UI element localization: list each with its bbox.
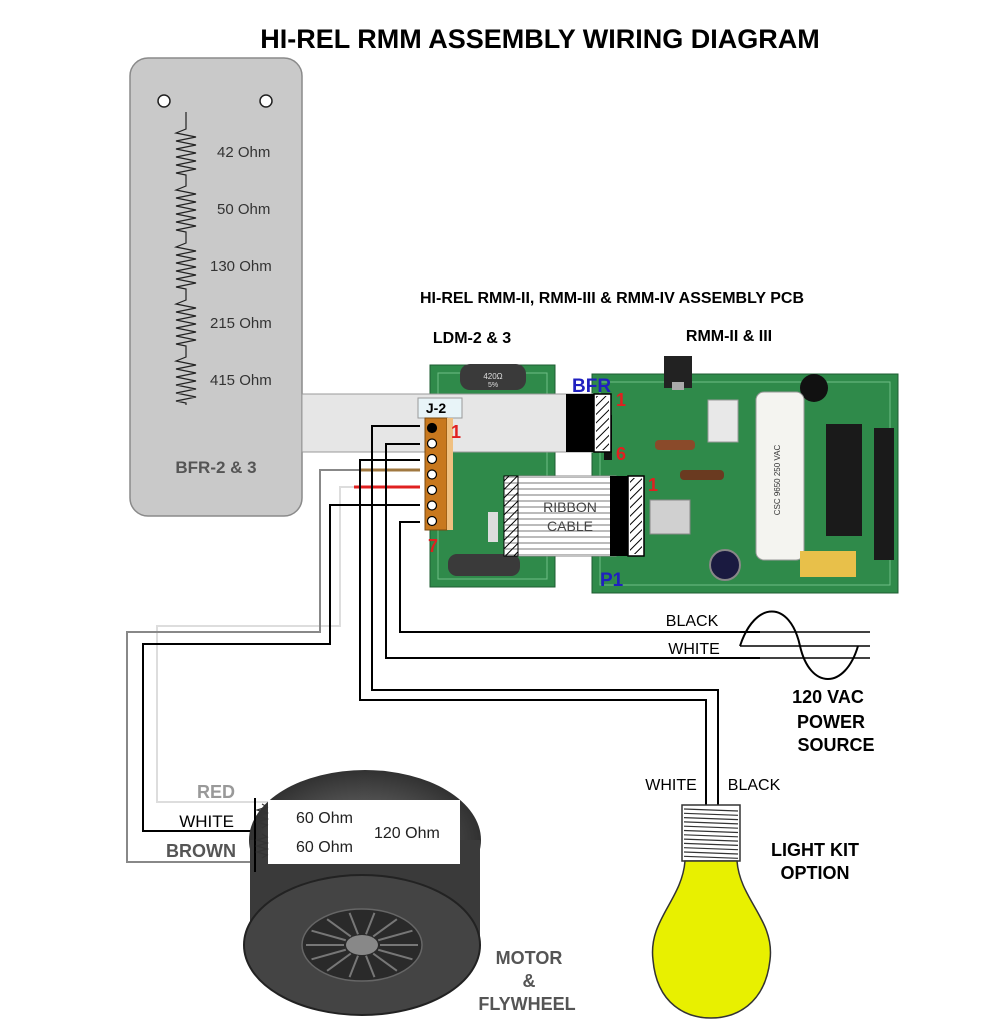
bfr-pin-6: 6: [616, 444, 626, 464]
light-black-label: BLACK: [728, 777, 781, 794]
capacitor: [755, 391, 805, 561]
relay: [800, 551, 856, 577]
lower-resistor: [448, 554, 520, 576]
j2-pin-hole: [426, 453, 438, 465]
p1-connector: [610, 476, 630, 556]
j2-label: J-2: [426, 400, 446, 416]
pcb-title: HI-REL RMM-II, RMM-III & RMM-IV ASSEMBLY…: [420, 290, 804, 307]
motor-red-label: RED: [197, 782, 235, 802]
mount-hole-right: [259, 94, 273, 108]
motor-coil-1: [254, 803, 270, 829]
ic-chip: [826, 424, 862, 536]
j2-pin-1: 1: [451, 422, 461, 442]
electrolytic-cap: [709, 549, 741, 581]
j2-pin-hole: [426, 469, 438, 480]
power-source: BLACK WHITE 120 VAC POWER SOURCE: [666, 610, 875, 755]
motor-label-panel: [268, 800, 460, 864]
wiring: [126, 425, 760, 863]
resistor-label-415: 415 Ohm: [210, 372, 272, 389]
svg-text:5%: 5%: [488, 382, 498, 389]
motor-brown-label: BROWN: [166, 841, 236, 861]
j2-connector: J-2 1 7: [417, 397, 463, 556]
bfr-label: BFR-2 & 3: [175, 458, 256, 477]
j2-pin-hole: [426, 515, 438, 527]
power-resistor: [460, 364, 526, 390]
j2-pin-hole: [426, 438, 438, 449]
ldm-label: LDM-2 & 3: [433, 330, 511, 347]
resistor-label-130: 130 Ohm: [210, 258, 272, 275]
power-black-label: BLACK: [666, 613, 719, 630]
light-bulb-icon: [651, 860, 772, 1019]
power-white-label: WHITE: [668, 641, 720, 658]
coil-total-label: 120 Ohm: [374, 825, 440, 842]
resistor-chain: [173, 112, 197, 405]
rmm-label: RMM-II & III: [686, 328, 772, 345]
light-label-2: OPTION: [780, 863, 849, 883]
coil1-label: 60 Ohm: [296, 810, 353, 827]
svg-text:RIBBON: RIBBON: [543, 499, 597, 515]
resistor-label-215: 215 Ohm: [210, 315, 272, 332]
ac-sine-symbol: [739, 610, 859, 680]
light-white-label: WHITE: [645, 777, 697, 794]
svg-text:CABLE: CABLE: [547, 518, 593, 534]
j2-pin-7: 7: [428, 536, 438, 556]
bfr-pin-1: 1: [616, 390, 626, 410]
resistor-label-50: 50 Ohm: [217, 201, 270, 218]
coil2-label: 60 Ohm: [296, 839, 353, 856]
resistor-label-42: 42 Ohm: [217, 144, 270, 161]
svg-text:CSC 9650 250 VAC: CSC 9650 250 VAC: [773, 445, 782, 516]
power-label-3: SOURCE: [797, 735, 874, 755]
p1-connector-label: P1: [600, 570, 624, 591]
motor-coil-2: [254, 833, 270, 859]
motor-label-1: MOTOR: [496, 948, 563, 968]
diagram-title: HI-REL RMM ASSEMBLY WIRING DIAGRAM: [260, 24, 820, 54]
bfr-panel: 42 Ohm 50 Ohm 130 Ohm 215 Ohm 415 Ohm BF…: [129, 57, 303, 517]
power-label-1: 120 VAC: [792, 687, 864, 707]
buzzer: [800, 374, 828, 402]
light-label-1: LIGHT KIT: [771, 840, 859, 860]
bfr-connector: [566, 394, 596, 452]
rmm-board: CSC 9650 250 VAC: [591, 356, 899, 594]
j2-pin-hole: [426, 500, 438, 511]
svg-text:420Ω: 420Ω: [483, 372, 502, 381]
power-label-2: POWER: [797, 712, 865, 732]
motor-label-2: &: [523, 971, 536, 991]
j2-pin-hole: [426, 422, 438, 434]
p1-pin-1: 1: [648, 475, 658, 495]
bfr-connector-label: BFR: [572, 376, 611, 397]
j2-pin-hole: [426, 484, 438, 496]
mount-hole-left: [157, 94, 171, 108]
light-kit: WHITE BLACK LIGHT KIT OPTION: [645, 777, 859, 1019]
motor-label-3: FLYWHEEL: [478, 994, 575, 1014]
motor-white-label: WHITE: [179, 812, 234, 831]
motor: 60 Ohm 60 Ohm 120 Ohm RED WHITE BROWN MO…: [166, 770, 576, 1016]
